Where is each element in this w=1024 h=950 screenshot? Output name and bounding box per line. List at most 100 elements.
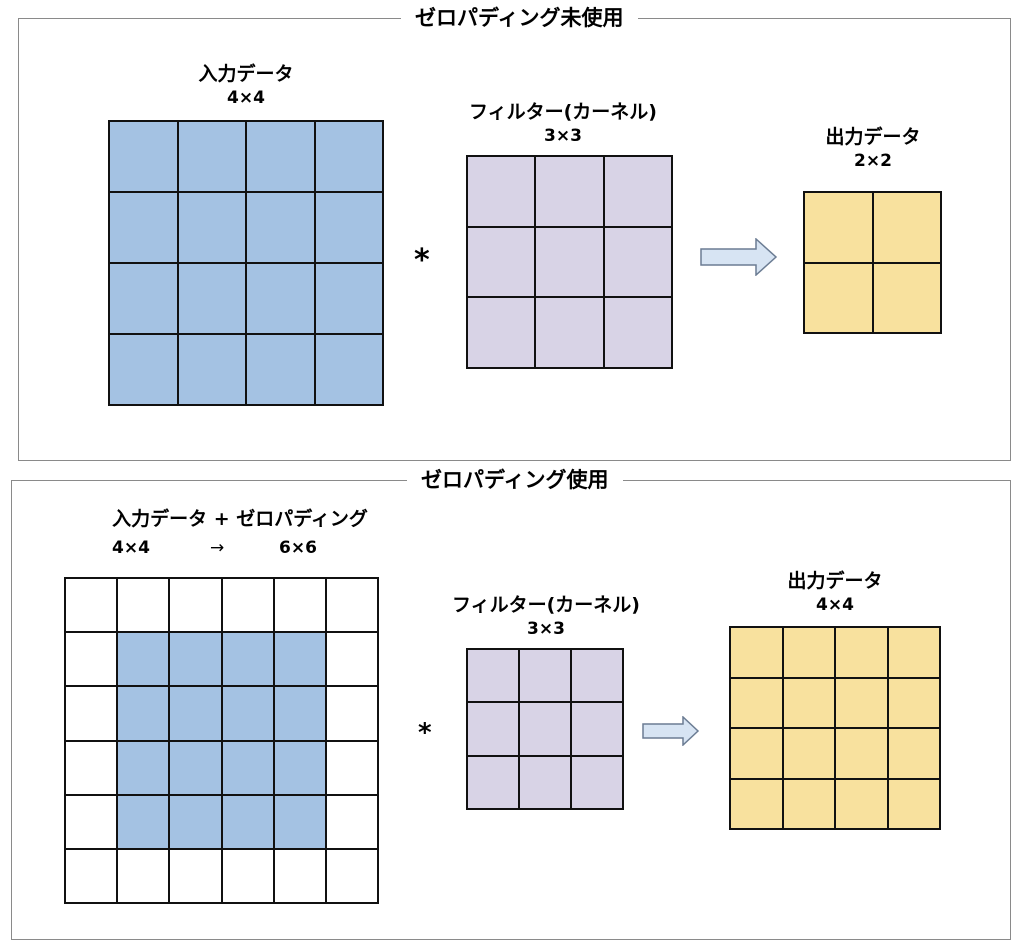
output-cell	[888, 779, 941, 830]
padded-input-grid	[64, 577, 379, 904]
filter-label: フィルター(カーネル) 3×3	[469, 100, 657, 148]
filter-cell	[468, 157, 537, 228]
output-cell	[805, 263, 874, 334]
input-cell	[110, 335, 179, 406]
filter-label: フィルター(カーネル) 3×3	[452, 593, 640, 641]
padded-input-label: 入力データ + ゼロパディング	[112, 508, 368, 530]
filter-cell	[536, 298, 605, 369]
zero-padding-cell	[222, 579, 275, 634]
output-label: 出力データ 2×2	[825, 125, 920, 173]
zero-padding-cell	[66, 741, 119, 796]
output-cell	[888, 729, 941, 780]
input-cell	[110, 122, 179, 193]
zero-padding-cell	[66, 849, 119, 904]
filter-cell	[536, 157, 605, 228]
input-cell	[247, 122, 316, 193]
input-cell	[315, 122, 384, 193]
filter-cell	[468, 650, 520, 704]
panel-title: ゼロパディング使用	[407, 467, 623, 493]
input-cell	[274, 741, 327, 796]
filter-cell	[604, 227, 673, 299]
output-cell	[731, 729, 784, 780]
output-cell	[836, 729, 889, 780]
zero-padding-cell	[66, 579, 119, 634]
input-cell	[170, 741, 223, 796]
convolution-operator: *	[418, 718, 432, 748]
filter-cell	[572, 756, 624, 810]
output-size: 4×4	[816, 595, 854, 615]
input-cell	[170, 633, 223, 688]
output-cell	[836, 678, 889, 729]
filter-cell	[572, 703, 624, 757]
input-cell	[110, 193, 179, 264]
zero-padding-cell	[274, 849, 327, 904]
output-cell	[783, 678, 836, 729]
output-cell	[783, 779, 836, 830]
output-size: 2×2	[854, 151, 892, 171]
size-to-text: 6×6	[279, 538, 317, 558]
right-arrow-icon	[642, 716, 700, 746]
input-cell	[178, 335, 247, 406]
zero-padding-cell	[66, 795, 119, 850]
panel-without-padding: ゼロパディング未使用	[18, 5, 1011, 461]
input-cell	[222, 741, 275, 796]
input-cell	[274, 633, 327, 688]
input-cell	[222, 687, 275, 742]
filter-cell	[468, 227, 537, 299]
output-cell	[731, 678, 784, 729]
output-label-text: 出力データ	[825, 126, 921, 148]
panel-with-padding: ゼロパディング使用	[11, 467, 1011, 940]
filter-cell	[520, 703, 572, 757]
filter-cell	[572, 650, 624, 704]
output-label: 出力データ 4×4	[787, 569, 882, 617]
input-cell	[315, 335, 384, 406]
filter-cell	[604, 298, 673, 369]
input-cell	[247, 264, 316, 335]
filter-label-text: フィルター(カーネル)	[469, 101, 657, 123]
input-cell	[222, 633, 275, 688]
input-cell	[315, 264, 384, 335]
output-cell	[836, 779, 889, 830]
input-cell	[178, 193, 247, 264]
filter-cell	[468, 298, 537, 369]
filter-cell	[520, 756, 572, 810]
input-cell	[110, 264, 179, 335]
input-cell	[118, 741, 171, 796]
filter-cell	[520, 650, 572, 704]
zero-padding-cell	[326, 579, 379, 634]
input-cell	[274, 687, 327, 742]
output-cell	[873, 193, 942, 264]
input-cell	[170, 687, 223, 742]
output-cell	[888, 628, 941, 679]
output-cell	[873, 263, 942, 334]
filter-size: 3×3	[527, 619, 565, 639]
size-arrow-text: →	[210, 538, 225, 558]
zero-padding-cell	[326, 849, 379, 904]
output-cell	[805, 193, 874, 264]
input-size: 4×4	[227, 88, 265, 108]
input-cell	[178, 122, 247, 193]
filter-cell	[604, 157, 673, 228]
input-label-text: 入力データ	[198, 63, 294, 85]
zero-padding-cell	[118, 579, 171, 634]
zero-padding-cell	[66, 633, 119, 688]
input-cell	[118, 687, 171, 742]
input-grid	[108, 120, 384, 406]
output-cell	[731, 628, 784, 679]
filter-grid	[466, 155, 673, 369]
output-cell	[783, 628, 836, 679]
zero-padding-cell	[66, 687, 119, 742]
zero-padding-cell	[118, 849, 171, 904]
size-to: 6×6	[279, 537, 317, 559]
output-cell	[783, 729, 836, 780]
zero-padding-cell	[326, 741, 379, 796]
input-cell	[178, 264, 247, 335]
filter-cell	[468, 703, 520, 757]
input-cell	[247, 193, 316, 264]
filter-label-text: フィルター(カーネル)	[452, 594, 640, 616]
output-cell	[836, 628, 889, 679]
input-label: 入力データ 4×4	[198, 62, 293, 110]
zero-padding-cell	[222, 849, 275, 904]
zero-padding-cell	[170, 579, 223, 634]
filter-size: 3×3	[544, 126, 582, 146]
